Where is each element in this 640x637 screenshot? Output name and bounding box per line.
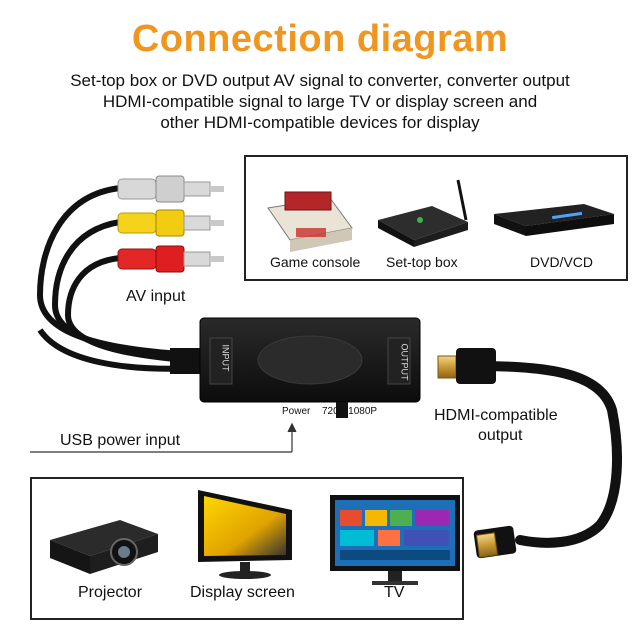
- av-input-label: AV input: [126, 288, 186, 305]
- game-console-icon: [267, 191, 353, 252]
- hdmi-output-label-line-1: HDMI-compatible: [434, 407, 558, 424]
- display-screen-icon: [198, 490, 292, 579]
- resolution-label: 720P/1080P: [322, 406, 378, 417]
- converter-output-label: OUTPUT: [399, 343, 410, 381]
- subtitle-line-2: HDMI-compatible signal to large TV or di…: [102, 92, 538, 111]
- usb-pointer: [30, 422, 297, 453]
- rca-cables: [36, 185, 203, 364]
- set-top-box-icon: [378, 179, 468, 247]
- rca-plug-yellow: [117, 209, 224, 237]
- tv-icon: [330, 495, 460, 585]
- usb-power-input-label: USB power input: [60, 432, 181, 449]
- tv-label: TV: [384, 584, 405, 601]
- projector-label: Projector: [78, 584, 143, 601]
- converter-box: [170, 317, 421, 418]
- rca-plug-red: [117, 245, 224, 273]
- red-cable: [64, 255, 203, 364]
- rca-plug-white: [117, 175, 224, 203]
- diagram-title: Connection diagram: [131, 18, 509, 60]
- hdmi-output-label-line-2: output: [478, 427, 523, 444]
- set-top-box-label: Set-top box: [386, 254, 458, 270]
- game-console-label: Game console: [270, 254, 361, 270]
- hdmi-plug-bottom: [473, 525, 517, 559]
- subtitle-line-3: other HDMI-compatible devices for displa…: [160, 113, 480, 132]
- display-screen-label: Display screen: [190, 584, 295, 601]
- dvd-vcd-label: DVD/VCD: [530, 254, 594, 270]
- subtitle-line-1: Set-top box or DVD output AV signal to c…: [70, 71, 570, 90]
- projector-icon: [50, 520, 158, 574]
- power-label: Power: [282, 406, 311, 417]
- diagram-subtitle: Set-top box or DVD output AV signal to c…: [30, 70, 610, 133]
- converter-input-label: INPUT: [220, 344, 231, 372]
- hdmi-cable: [465, 361, 622, 548]
- dvd-player-icon: [494, 204, 614, 236]
- hdmi-plug-top: [437, 348, 496, 384]
